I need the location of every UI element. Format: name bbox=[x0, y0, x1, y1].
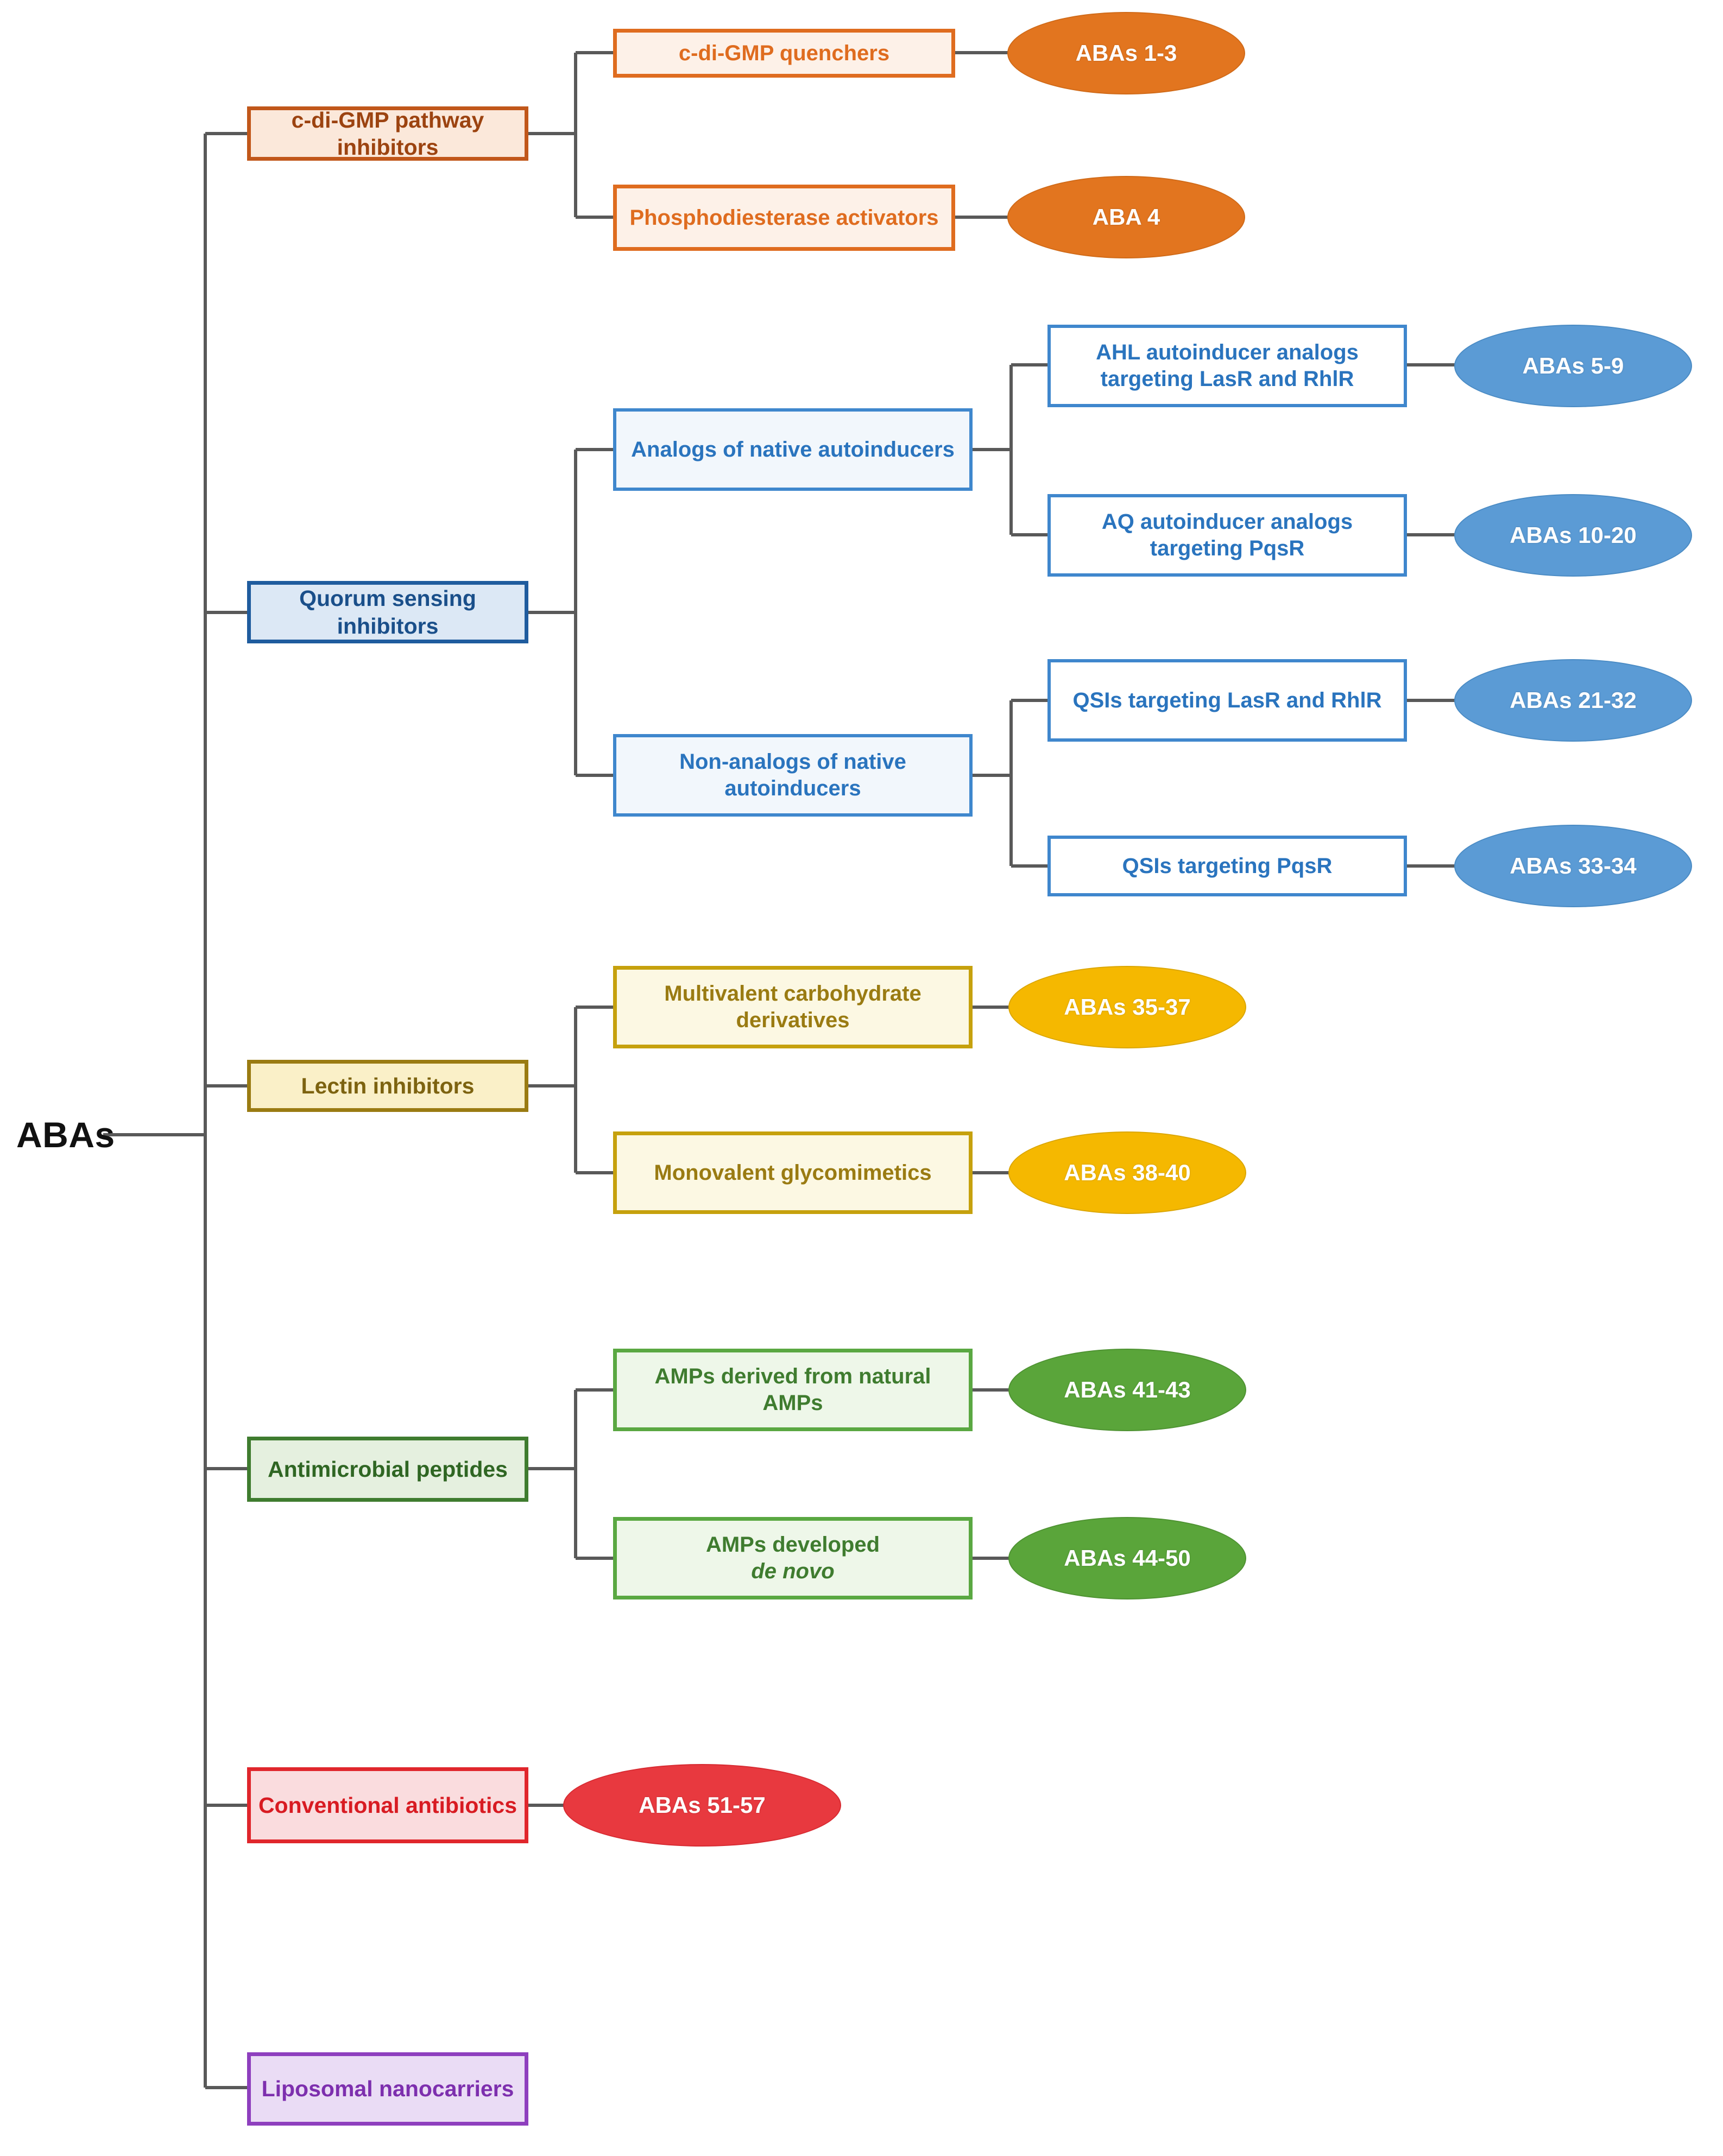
node-amps-derived-from-natural-amps[interactable]: AMPs derived from natural AMPs bbox=[613, 1349, 973, 1431]
leaf-abas-38-40[interactable]: ABAs 38-40 bbox=[1008, 1131, 1246, 1214]
node-multivalent-carbohydrate-derivatives[interactable]: Multivalent carbohydrate derivatives bbox=[613, 966, 973, 1048]
node-phosphodiesterase-activators[interactable]: Phosphodiesterase activators bbox=[613, 185, 955, 251]
leaf-abas-35-37[interactable]: ABAs 35-37 bbox=[1008, 966, 1246, 1048]
leaf-aba-4[interactable]: ABA 4 bbox=[1007, 176, 1245, 258]
leaf-abas-44-50[interactable]: ABAs 44-50 bbox=[1008, 1517, 1246, 1599]
node-monovalent-glycomimetics[interactable]: Monovalent glycomimetics bbox=[613, 1131, 973, 1214]
node-non-analogs-of-native-autoinducers[interactable]: Non-analogs of native autoinducers bbox=[613, 734, 973, 817]
node-lectin-inhibitors[interactable]: Lectin inhibitors bbox=[247, 1060, 528, 1112]
node-quorum-sensing-inhibitors[interactable]: Quorum sensing inhibitors bbox=[247, 581, 528, 643]
leaf-abas-1-3[interactable]: ABAs 1-3 bbox=[1007, 12, 1245, 94]
root-label: ABAs bbox=[16, 1115, 115, 1155]
node-ahl-autoinducer-analogs[interactable]: AHL autoinducer analogs targeting LasR a… bbox=[1047, 325, 1407, 407]
node-analogs-of-native-autoinducers[interactable]: Analogs of native autoinducers bbox=[613, 408, 973, 491]
leaf-abas-51-57[interactable]: ABAs 51-57 bbox=[563, 1764, 841, 1847]
leaf-abas-5-9[interactable]: ABAs 5-9 bbox=[1454, 325, 1692, 407]
node-qsis-targeting-pqsr[interactable]: QSIs targeting PqsR bbox=[1047, 836, 1407, 896]
node-qsis-targeting-lasr-rhlr[interactable]: QSIs targeting LasR and RhlR bbox=[1047, 659, 1407, 742]
node-antimicrobial-peptides[interactable]: Antimicrobial peptides bbox=[247, 1437, 528, 1502]
leaf-abas-41-43[interactable]: ABAs 41-43 bbox=[1008, 1349, 1246, 1431]
amps-developed-label: AMPs developed bbox=[705, 1533, 880, 1557]
de-novo-italic: de novo bbox=[751, 1559, 835, 1583]
leaf-abas-21-32[interactable]: ABAs 21-32 bbox=[1454, 659, 1692, 742]
leaf-abas-10-20[interactable]: ABAs 10-20 bbox=[1454, 494, 1692, 577]
node-liposomal-nanocarriers[interactable]: Liposomal nanocarriers bbox=[247, 2052, 528, 2126]
node-conventional-antibiotics[interactable]: Conventional antibiotics bbox=[247, 1767, 528, 1843]
leaf-abas-33-34[interactable]: ABAs 33-34 bbox=[1454, 825, 1692, 907]
node-aq-autoinducer-analogs[interactable]: AQ autoinducer analogs targeting PqsR bbox=[1047, 494, 1407, 577]
node-c-di-gmp-pathway-inhibitors[interactable]: c-di-GMP pathway inhibitors bbox=[247, 106, 528, 161]
node-c-di-gmp-quenchers[interactable]: c-di-GMP quenchers bbox=[613, 29, 955, 78]
node-amps-developed-de-novo[interactable]: AMPs developed de novo bbox=[613, 1517, 973, 1599]
